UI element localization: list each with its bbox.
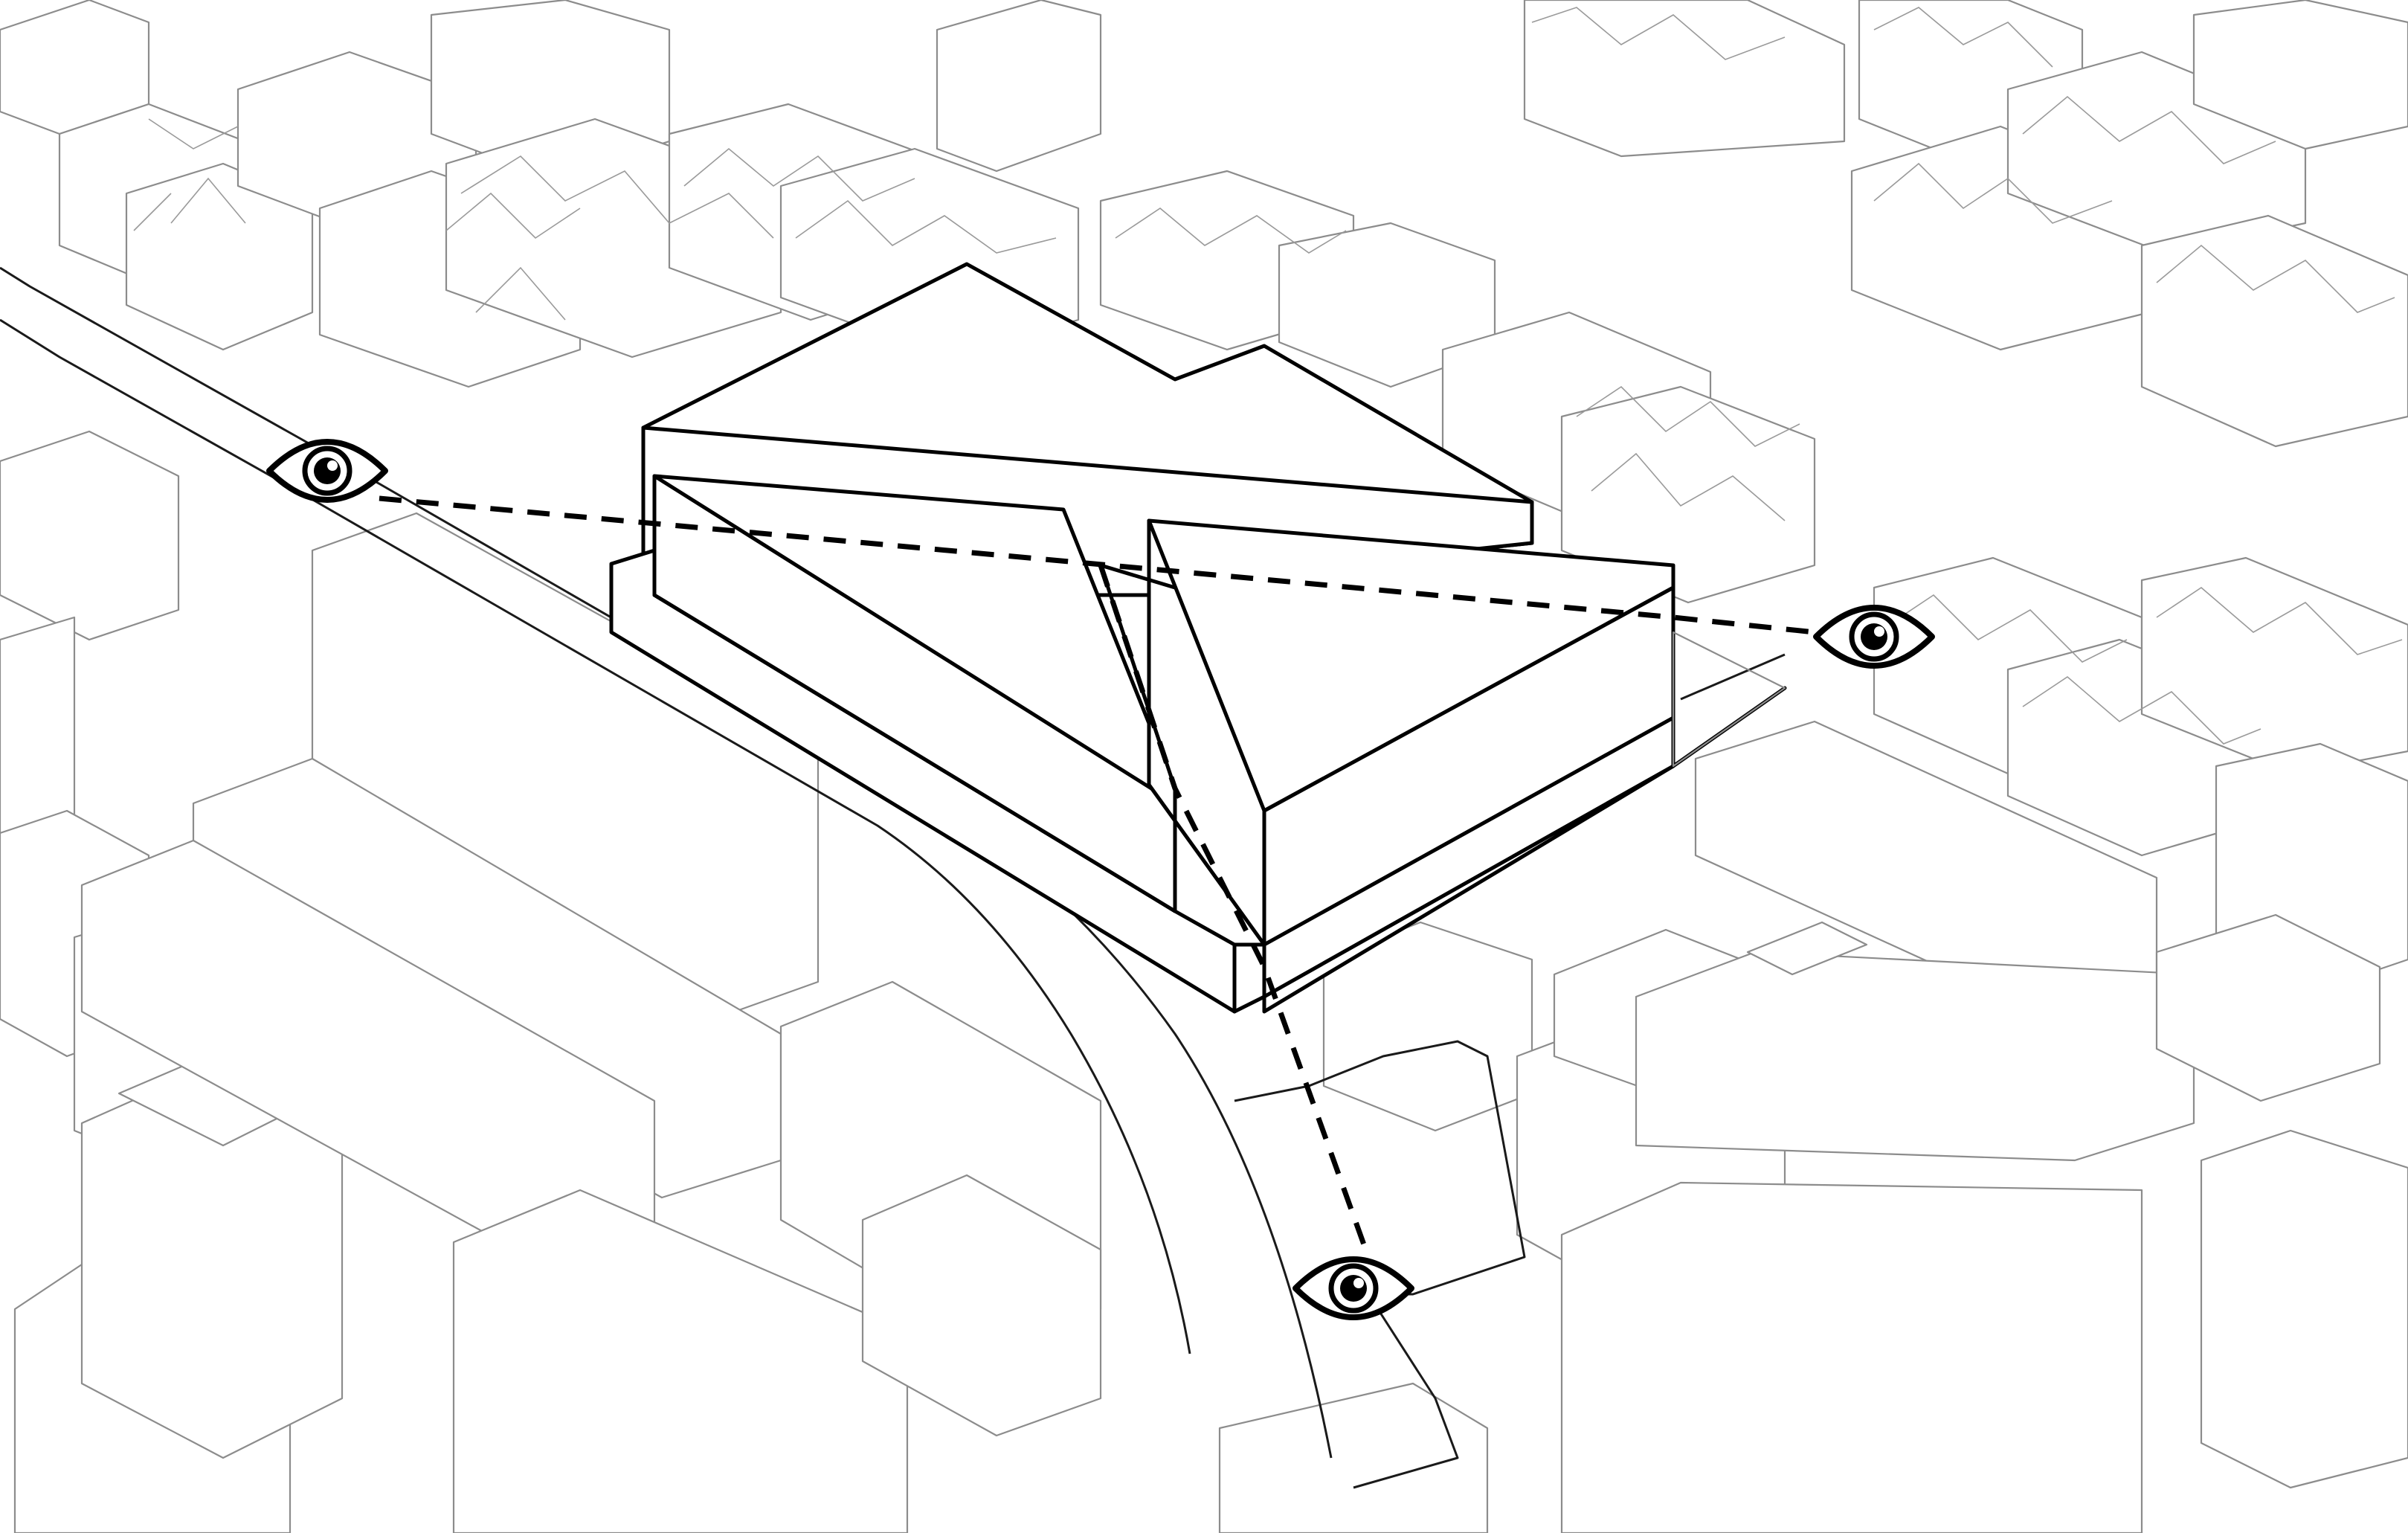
eye-icon [1295,1259,1411,1317]
eye-icon [269,442,385,500]
